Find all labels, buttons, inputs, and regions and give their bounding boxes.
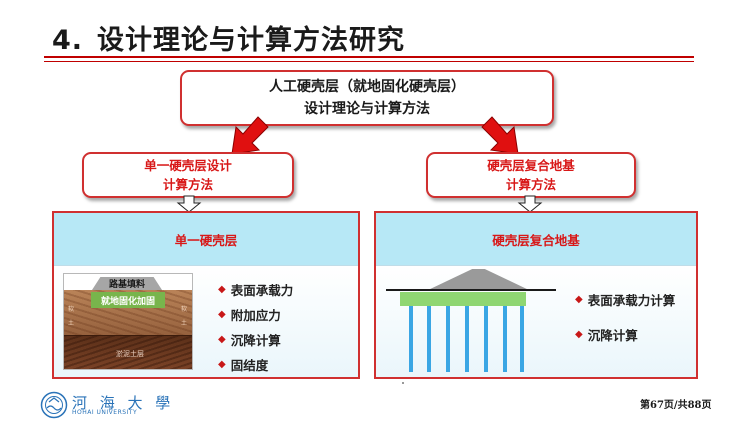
single-method-line1: 单一硬壳层设计	[144, 158, 232, 173]
pile-shape	[446, 306, 450, 372]
single-crust-panel: 单一硬壳层 路基填料 就地固化加固 软 土 软 土 淤泥土层 ◆ 表面承载力 ◆ 附…	[52, 211, 360, 379]
diamond-bullet-icon: ◆	[575, 294, 583, 305]
bullet-text: 表面承载力计算	[587, 293, 676, 308]
single-crust-heading: 单一硬壳层	[174, 232, 238, 248]
title-text: 设计理论与计算方法研究	[97, 25, 406, 56]
crust-layer-shape	[400, 292, 526, 306]
title-number: 4.	[52, 25, 84, 56]
bullet-text: 表面承载力	[230, 283, 294, 298]
single-crust-bullets: ◆ 表面承载力 ◆ 附加应力 ◆ 沉降计算 ◆ 固结度	[218, 277, 293, 377]
pile-shape	[484, 306, 488, 372]
composite-method-line1: 硬壳层复合地基	[487, 158, 575, 173]
left-down-arrow-icon	[176, 195, 202, 213]
pile-shape	[520, 306, 524, 372]
soft-layer-label: 淤泥土层	[116, 350, 144, 358]
bullet-text: 沉降计算	[587, 328, 638, 343]
ground-line	[386, 289, 556, 291]
composite-bullets: ◆ 表面承载力计算 ◆ 沉降计算	[575, 282, 675, 352]
university-logo-icon	[40, 391, 68, 419]
diamond-bullet-icon: ◆	[218, 359, 226, 370]
diamond-bullet-icon: ◆	[218, 334, 226, 345]
embankment-label: 路基填料	[108, 280, 145, 290]
single-crust-body: 路基填料 就地固化加固 软 土 软 土 淤泥土层 ◆ 表面承载力 ◆ 附加应力 ◆ 沉…	[54, 266, 358, 377]
single-method-line2: 计算方法	[162, 177, 213, 192]
bullet-text: 沉降计算	[230, 333, 281, 348]
pile-shape	[427, 306, 431, 372]
solidified-crust: 就地固化加固	[91, 292, 165, 308]
soil-mark: 软	[68, 306, 75, 313]
embankment-fill: 路基填料	[92, 277, 162, 290]
bullet-text: 固结度	[230, 358, 269, 373]
list-item: ◆ 表面承载力计算	[575, 282, 675, 317]
list-item: ◆ 沉降计算	[575, 317, 675, 352]
single-crust-header: 单一硬壳层	[54, 213, 358, 266]
composite-method-line2: 计算方法	[505, 177, 556, 192]
title-rule-thin	[44, 61, 694, 62]
crust-label: 就地固化加固	[100, 296, 155, 307]
page-number: 第67页/共88页	[640, 400, 712, 411]
list-item: ◆ 沉降计算	[218, 327, 293, 352]
top-box-line1: 人工硬壳层（就地固化硬壳层）	[269, 79, 465, 95]
list-item: ◆ 固结度	[218, 352, 293, 377]
diamond-bullet-icon: ◆	[218, 309, 226, 320]
university-name-en: HOHAI UNIVERSITY	[72, 409, 138, 416]
composite-heading: 硬壳层复合地基	[492, 232, 580, 248]
pile-shape	[409, 306, 413, 372]
composite-method-box: 硬壳层复合地基 计算方法	[426, 152, 636, 198]
top-theory-box: 人工硬壳层（就地固化硬壳层） 设计理论与计算方法	[180, 70, 554, 126]
top-box-line2: 设计理论与计算方法	[304, 101, 430, 117]
pile-shape	[503, 306, 507, 372]
composite-body: ◆ 表面承载力计算 ◆ 沉降计算	[376, 266, 696, 377]
soft-soil-layer	[64, 335, 192, 369]
list-item: ◆ 附加应力	[218, 302, 293, 327]
list-item: ◆ 表面承载力	[218, 277, 293, 302]
right-down-arrow-icon	[517, 195, 543, 213]
pile-shape	[465, 306, 469, 372]
soil-mark: 土	[68, 320, 75, 327]
bullet-text: 附加应力	[230, 308, 281, 323]
diamond-bullet-icon: ◆	[575, 329, 583, 340]
university-name-cn: 河 海 大 學	[72, 394, 175, 412]
soil-profile-figure: 路基填料 就地固化加固 软 土 软 土 淤泥土层	[63, 273, 193, 370]
soil-mark: 软	[181, 306, 188, 313]
slide-title: 4. 设计理论与计算方法研究	[52, 18, 405, 57]
composite-foundation-panel: 硬壳层复合地基 ◆ 表面承载力计算 ◆ 沉降计算	[374, 211, 698, 379]
composite-header: 硬壳层复合地基	[376, 213, 696, 266]
embankment-shape	[426, 269, 531, 291]
diamond-bullet-icon: ◆	[218, 284, 226, 295]
single-crust-method-box: 单一硬壳层设计 计算方法	[82, 152, 294, 198]
title-rule	[44, 56, 694, 58]
soil-mark: 土	[181, 320, 188, 327]
divider-dot	[402, 382, 404, 384]
